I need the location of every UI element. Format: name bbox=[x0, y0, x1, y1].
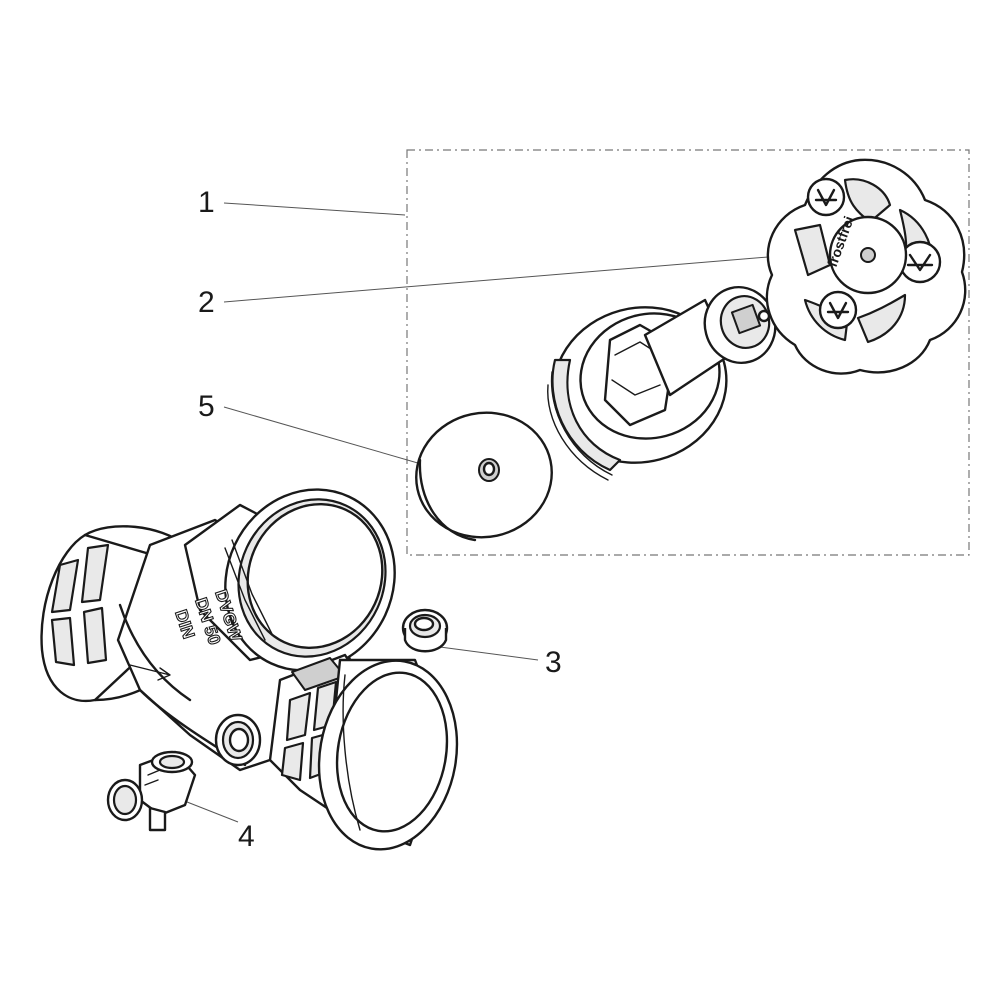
valve-disc bbox=[415, 411, 553, 542]
top-port bbox=[224, 488, 396, 672]
drain-port bbox=[214, 713, 262, 767]
right-outlet bbox=[317, 658, 459, 851]
callout-4: 4 bbox=[238, 820, 255, 853]
leader-line-4 bbox=[181, 799, 239, 823]
leader-line-3 bbox=[439, 646, 539, 661]
flow-arrow-icon bbox=[129, 664, 171, 681]
wheel-logo-bottom bbox=[818, 290, 858, 330]
bonnet-assembly bbox=[547, 285, 777, 481]
drain-plug bbox=[401, 608, 449, 653]
leader-line-2 bbox=[223, 256, 769, 303]
callout-1: 1 bbox=[198, 186, 215, 219]
handwheel: frostfrei bbox=[765, 158, 967, 375]
callout-5: 5 bbox=[198, 390, 215, 423]
leader-lines bbox=[181, 202, 769, 823]
drain-elbow-valve bbox=[106, 750, 197, 832]
leader-line-5 bbox=[223, 406, 443, 471]
left-union-nut bbox=[40, 525, 187, 703]
assembly-group-boundary bbox=[406, 149, 970, 556]
leader-line-1 bbox=[223, 202, 406, 216]
wheel-logo-top bbox=[806, 177, 846, 217]
valve-body: DVGW DN 50 DIN bbox=[40, 488, 459, 851]
callout-2: 2 bbox=[198, 286, 215, 319]
callout-3: 3 bbox=[545, 646, 562, 679]
